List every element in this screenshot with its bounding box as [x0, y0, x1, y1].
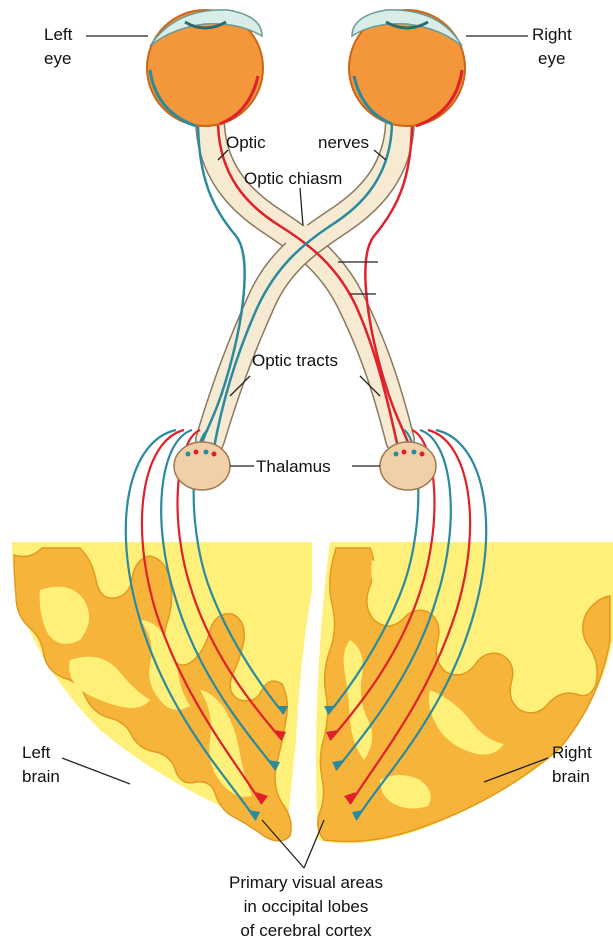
- primary-visual-areas-label: Primary visual areas: [229, 873, 383, 892]
- thalamus-left: [174, 442, 230, 490]
- left-brain-label: brain: [22, 767, 60, 786]
- brain-hemispheres: [12, 542, 613, 843]
- optic-chiasm-label: Optic chiasm: [244, 169, 342, 188]
- right-eye-label: Right: [532, 25, 572, 44]
- primary-visual-areas-label: in occipital lobes: [244, 897, 369, 916]
- thalamus-right: [380, 442, 436, 490]
- right-eye-label: eye: [538, 49, 565, 68]
- primary-visual-areas-label: of cerebral cortex: [240, 921, 372, 940]
- thalamus-label: Thalamus: [256, 457, 331, 476]
- left-brain-label: Left: [22, 743, 51, 762]
- optic-label: Optic: [226, 133, 266, 152]
- optic-tracts-label: Optic tracts: [252, 351, 338, 370]
- left-eye-label: Left: [44, 25, 73, 44]
- optic-pathway: [198, 118, 412, 448]
- right-brain-label: brain: [552, 767, 590, 786]
- left-eye: [147, 10, 263, 126]
- right-brain-label: Right: [552, 743, 592, 762]
- right-eye: [349, 10, 465, 126]
- nerves-label: nerves: [318, 133, 369, 152]
- labels: Left eye Right eye Optic nerves Optic ch…: [22, 25, 592, 940]
- left-eye-label: eye: [44, 49, 71, 68]
